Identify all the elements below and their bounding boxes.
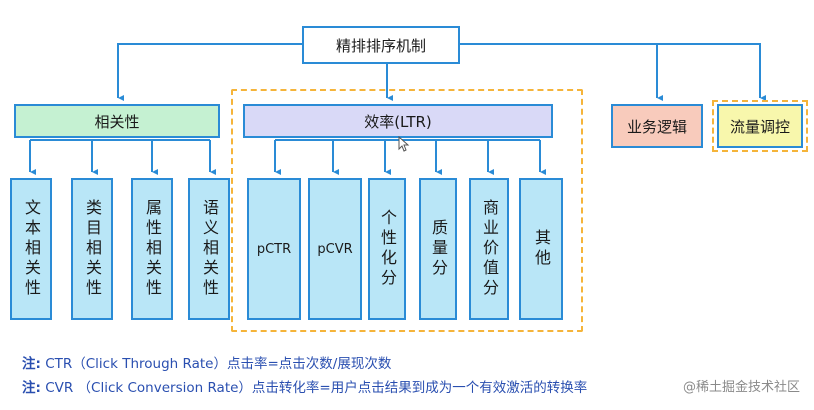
note-text: CVR （Click Conversion Rate）点击转化率=用户点击结果到… — [45, 380, 588, 396]
leaf-label: pCTR — [256, 241, 292, 257]
traffic-control-label: 流量调控 — [729, 117, 790, 136]
relevance-label: 相关性 — [94, 112, 140, 131]
efficiency-leaf-other: 其他 — [519, 178, 563, 320]
efficiency-leaf-business-value: 商业价值分 — [469, 178, 509, 320]
leaf-label: 文本相关性 — [22, 199, 41, 299]
business-logic-node: 业务逻辑 — [611, 104, 703, 148]
efficiency-leaf-personalization: 个性化分 — [368, 178, 406, 320]
traffic-control-node: 流量调控 — [717, 104, 803, 148]
leaf-label: 语义相关性 — [200, 199, 219, 299]
leaf-label: 商业价值分 — [480, 199, 499, 299]
relevance-leaf-category: 类目相关性 — [71, 178, 113, 320]
leaf-label: 个性化分 — [378, 209, 397, 289]
efficiency-group-outline — [231, 89, 583, 332]
leaf-label: 质量分 — [429, 219, 448, 279]
root-to-traffic-connector — [657, 43, 760, 98]
relevance-leaf-semantic: 语义相关性 — [188, 178, 230, 320]
efficiency-label: 效率(LTR) — [364, 112, 432, 131]
note-ctr: 注: CTR（Click Through Rate）点击率=点击次数/展现次数 — [22, 352, 391, 372]
leaf-label: 其他 — [532, 229, 551, 269]
note-prefix: 注: — [22, 380, 41, 396]
watermark: @稀土掘金技术社区 — [682, 380, 800, 395]
efficiency-leaf-pcvr: pCVR — [308, 178, 362, 320]
relevance-leaf-text: 文本相关性 — [10, 178, 52, 320]
efficiency-leaf-quality: 质量分 — [419, 178, 457, 320]
efficiency-node: 效率(LTR) — [243, 104, 553, 138]
traffic-outline — [712, 100, 808, 152]
root-node: 精排排序机制 — [302, 26, 460, 64]
note-text: CTR（Click Through Rate）点击率=点击次数/展现次数 — [45, 356, 392, 372]
root-label: 精排排序机制 — [335, 36, 426, 55]
note-cvr: 注: CVR （Click Conversion Rate）点击转化率=用户点击… — [22, 376, 587, 396]
leaf-label: 属性相关性 — [143, 199, 162, 299]
leaf-label: pCVR — [317, 241, 353, 257]
note-prefix: 注: — [22, 356, 41, 372]
leaf-label: 类目相关性 — [83, 199, 102, 299]
business-logic-label: 业务逻辑 — [626, 117, 687, 136]
relevance-leaf-attribute: 属性相关性 — [131, 178, 173, 320]
root-to-relevance-connector — [117, 43, 302, 98]
mouse-cursor-icon — [398, 136, 410, 152]
relevance-node: 相关性 — [14, 104, 220, 138]
efficiency-leaf-pctr: pCTR — [247, 178, 301, 320]
